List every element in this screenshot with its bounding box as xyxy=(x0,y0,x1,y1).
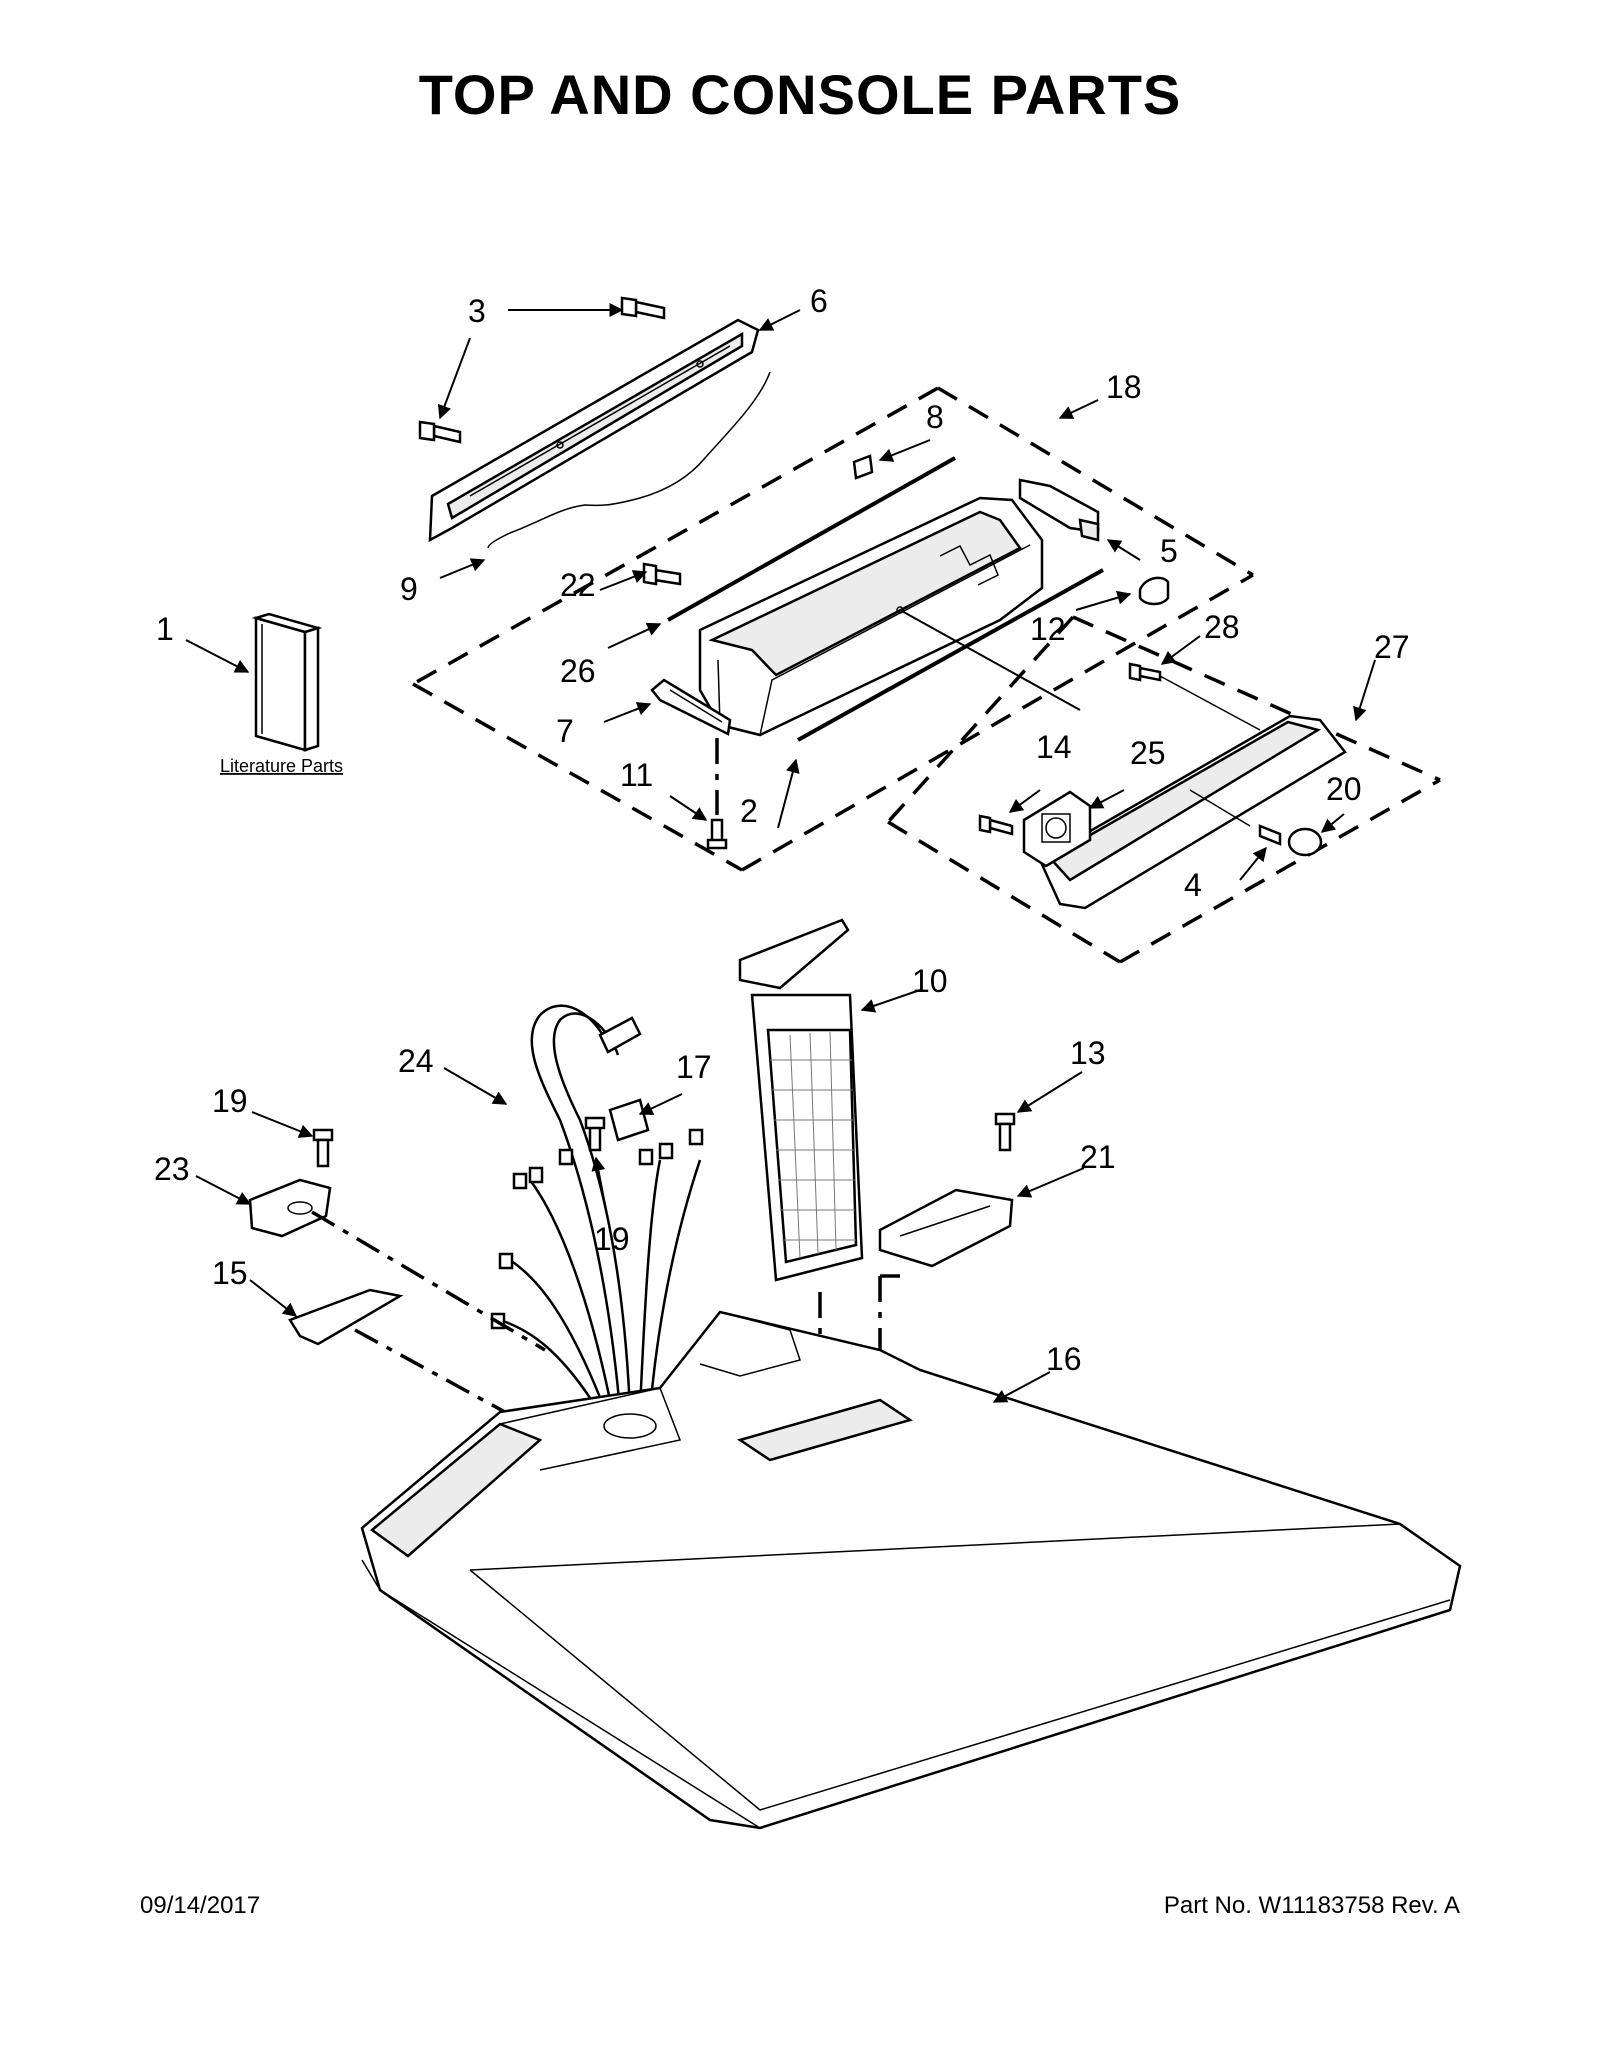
bracket-21 xyxy=(878,1188,1014,1268)
screw-13 xyxy=(994,1112,1016,1152)
lint-filter-mesh xyxy=(770,1031,856,1259)
knob-shaft-4 xyxy=(1258,824,1282,846)
callout-15: 15 xyxy=(212,1255,248,1291)
end-bracket-5 xyxy=(1018,478,1100,542)
screw-3a xyxy=(620,296,666,320)
knob-20 xyxy=(1287,827,1323,857)
screw-22 xyxy=(642,562,682,586)
control-panel-boundary xyxy=(886,615,1441,964)
callout-24: 24 xyxy=(398,1043,434,1079)
literature-parts-label: Literature Parts xyxy=(220,756,343,776)
bracket-23 xyxy=(248,1178,332,1238)
top-panel-16 xyxy=(360,1310,1462,1830)
bracket-23-leader xyxy=(311,1210,546,1352)
console-housing xyxy=(698,496,1044,737)
callout-19-center: 19 xyxy=(594,1221,630,1257)
callout-23: 23 xyxy=(154,1151,190,1187)
callout-17: 17 xyxy=(676,1049,712,1085)
bracket-15-leader xyxy=(354,1328,506,1414)
callout-18: 18 xyxy=(1106,369,1142,405)
screw-11 xyxy=(706,818,728,850)
callout-2: 2 xyxy=(740,793,758,829)
cap-12 xyxy=(1138,576,1170,606)
relay-17 xyxy=(608,1098,650,1142)
callout-27: 27 xyxy=(1374,629,1410,665)
screw-28-line xyxy=(1159,675,1261,731)
screw-28 xyxy=(1128,662,1162,682)
callout-12: 12 xyxy=(1030,611,1066,647)
callout-1: 1 xyxy=(156,611,174,647)
rear-console-panel xyxy=(428,318,760,543)
screw-19-left xyxy=(312,1128,334,1168)
page-title: TOP AND CONSOLE PARTS xyxy=(418,63,1182,126)
wire-harness-24 xyxy=(499,1004,702,1411)
callout-4: 4 xyxy=(1184,867,1202,903)
bracket-21-leader xyxy=(878,1274,900,1400)
bracket-7 xyxy=(650,678,732,736)
callout-6: 6 xyxy=(810,283,828,319)
bracket-15 xyxy=(288,1288,404,1346)
screw-19-center xyxy=(584,1116,606,1152)
callout-10: 10 xyxy=(912,963,948,999)
bottom-rail-2 xyxy=(797,568,1104,742)
clip-8 xyxy=(852,454,874,480)
screw-3b xyxy=(418,420,462,444)
callout-7: 7 xyxy=(556,713,574,749)
rear-panel-wire xyxy=(487,371,771,549)
top-rail-26 xyxy=(667,456,956,622)
callout-11: 11 xyxy=(620,757,653,793)
console-assembly-boundary xyxy=(412,386,1254,872)
footer-date: 09/14/2017 xyxy=(140,1892,261,1919)
lint-filter-10 xyxy=(738,918,864,1282)
callout-5: 5 xyxy=(1160,533,1178,569)
callout-20: 20 xyxy=(1326,771,1362,807)
callout-9: 9 xyxy=(400,571,418,607)
terminal-connectors xyxy=(490,1128,704,1330)
callout-22: 22 xyxy=(560,567,596,603)
callout-8: 8 xyxy=(926,399,944,435)
connector-block-24 xyxy=(598,1016,642,1054)
callout-16: 16 xyxy=(1046,1341,1082,1377)
literature-booklet xyxy=(251,612,323,752)
callout-26: 26 xyxy=(560,653,596,689)
control-panel xyxy=(1038,714,1347,910)
electronic-module-25 xyxy=(1022,790,1092,868)
callout-25: 25 xyxy=(1130,735,1166,771)
callout-19-left: 19 xyxy=(212,1083,248,1119)
callout-14: 14 xyxy=(1036,729,1072,765)
callout-21: 21 xyxy=(1080,1139,1116,1175)
callout-leaders xyxy=(185,303,1376,1403)
screw-14 xyxy=(978,814,1014,836)
footer-part-number: Part No. W11183758 Rev. A xyxy=(1163,1892,1460,1919)
callout-3: 3 xyxy=(468,293,486,329)
callout-13: 13 xyxy=(1070,1035,1106,1071)
console-centerline xyxy=(899,609,1081,711)
callout-28: 28 xyxy=(1204,609,1240,645)
